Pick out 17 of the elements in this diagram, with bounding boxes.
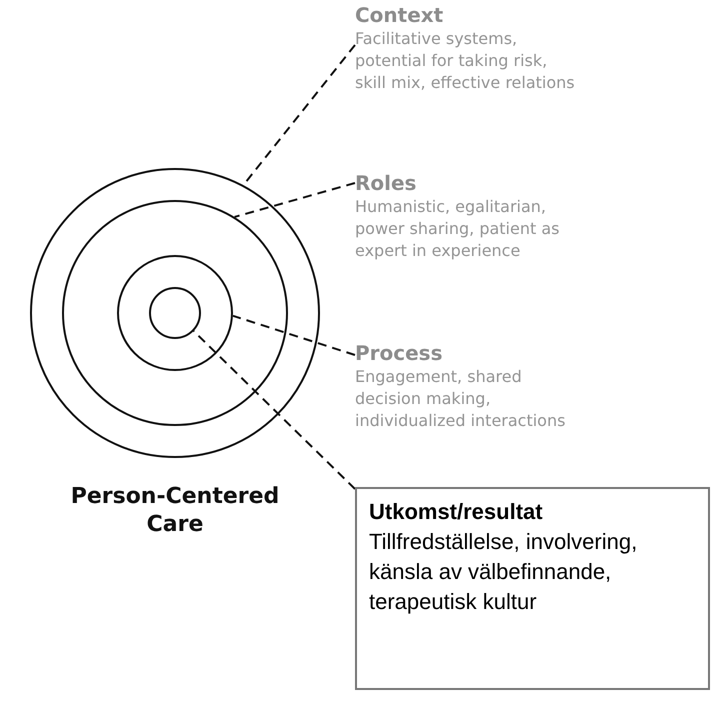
- description-text: Humanistic, egalitarian, power sharing, patient as expert in experience: [355, 196, 560, 262]
- description-text: Facilitative systems, potential for taking risk, skill mix, effective relations: [355, 28, 575, 94]
- leader-line: [232, 314, 356, 356]
- heading: Process: [355, 340, 444, 366]
- ring-circle: [62, 200, 288, 426]
- ring-circle: [149, 287, 201, 339]
- text-box: [355, 487, 710, 690]
- description-text: Engagement, shared decision making, individualized interactions: [355, 366, 566, 432]
- heading: Context: [355, 2, 444, 28]
- heading: Utkomst/resultat: [369, 498, 544, 526]
- caption-text: Person-Centered Care: [70, 483, 280, 539]
- ring-circle: [30, 168, 320, 458]
- leader-line: [193, 330, 356, 490]
- ring-circle: [117, 255, 233, 371]
- leader-line: [234, 182, 356, 218]
- description-text: Tillfredställelse, involvering, känsla av välbefinnande, terapeutisk kultur: [369, 528, 638, 616]
- heading: Roles: [355, 170, 418, 196]
